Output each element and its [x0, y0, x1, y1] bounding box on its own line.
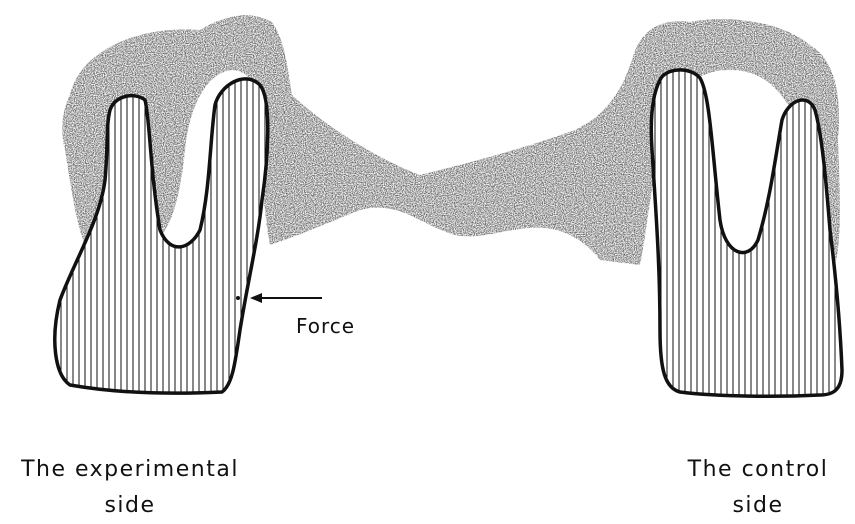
control-tooth: [651, 70, 842, 396]
experimental-side-caption: The experimental side: [5, 452, 255, 524]
force-arrow: [236, 293, 322, 303]
control-side-caption: The control side: [672, 452, 844, 524]
control-caption-line2: side: [672, 488, 844, 524]
experimental-caption-line2: side: [5, 488, 255, 524]
control-tooth-outline: [651, 70, 842, 396]
force-label: Force: [296, 314, 355, 338]
experimental-caption-line1: The experimental: [5, 452, 255, 488]
force-contact-point: [236, 296, 240, 300]
force-arrow-head: [250, 293, 262, 303]
control-caption-line1: The control: [672, 452, 844, 488]
